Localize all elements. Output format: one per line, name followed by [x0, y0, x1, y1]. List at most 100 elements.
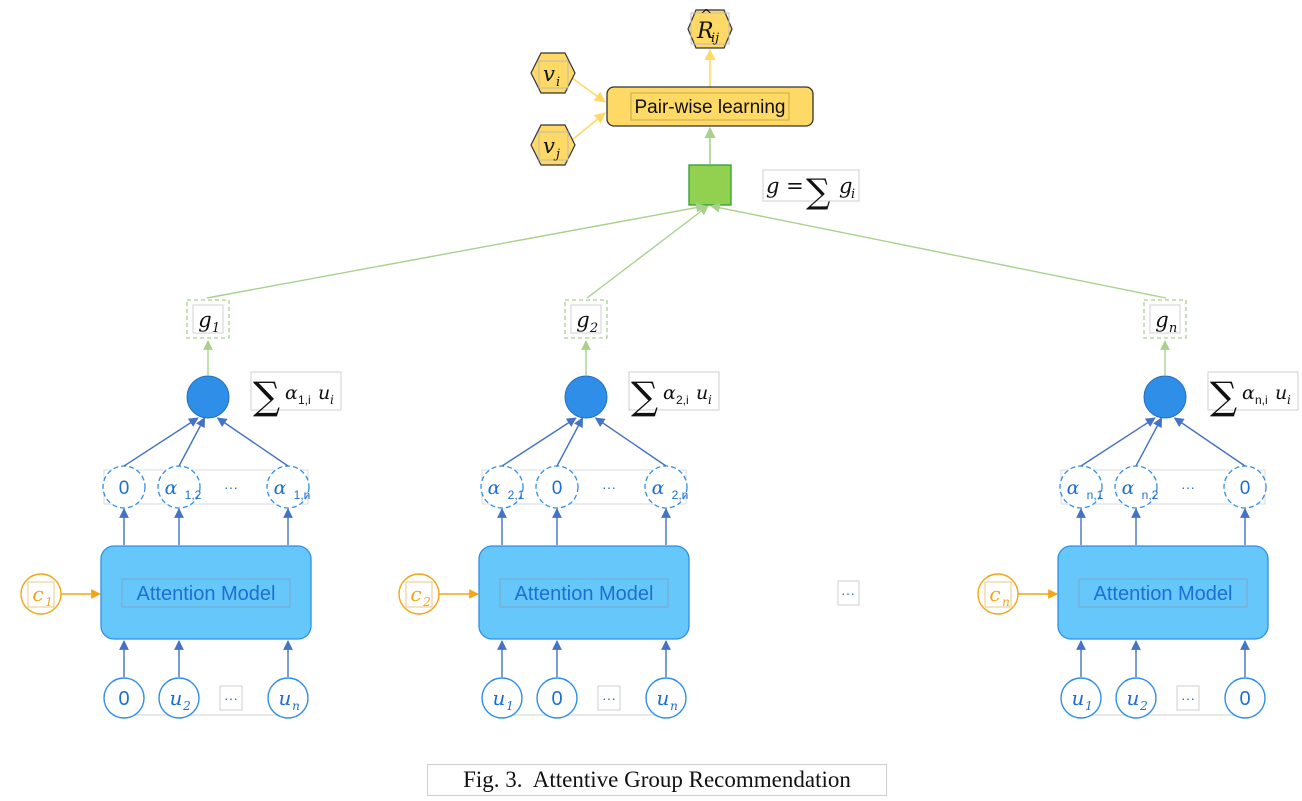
- attention-weight-2-3: ···: [602, 479, 616, 495]
- pairwise-learning-box: Pair-wise learning: [606, 86, 814, 127]
- formula-alpha: α: [285, 382, 298, 404]
- context-label-sub: n: [1002, 595, 1010, 609]
- input-label-main: u: [1072, 686, 1085, 710]
- middle-ellipsis: ···: [837, 580, 860, 606]
- formula-u-sub: i: [708, 393, 712, 407]
- member-embedding-label-main: g: [198, 308, 211, 332]
- weight-label-main: α: [488, 477, 501, 499]
- formula-alpha: α: [1242, 382, 1255, 404]
- item-vi-main: v: [543, 62, 555, 86]
- input-label-main: u: [279, 686, 292, 710]
- attention-weight-1-3: ···: [224, 479, 238, 495]
- item-vi-sub: i: [556, 75, 560, 90]
- weight-label-sub: 1,n: [294, 488, 311, 502]
- attention-model-label: Attention Model: [1094, 583, 1233, 605]
- edge-vj-pairwise: [571, 112, 606, 141]
- aggregation-node-3: [1143, 375, 1187, 419]
- edge-weight-aggregate: [123, 417, 199, 467]
- attention-weight-2-4: α 2,n: [644, 465, 689, 509]
- figure-caption: Fig. 3. Attentive Group Recommendation: [427, 764, 887, 796]
- group-sum-rhs-main: g: [839, 174, 852, 198]
- input-label-main: u: [657, 686, 670, 710]
- weight-label-main: α: [165, 477, 178, 499]
- input-label-sub: n: [670, 699, 678, 713]
- formula-u-sub: i: [1287, 393, 1291, 407]
- weight-label-main: 0: [1240, 478, 1251, 499]
- context-label-main: c: [410, 582, 421, 606]
- item-vj-sub: j: [553, 147, 560, 162]
- input-member-3-4: 0: [1224, 677, 1266, 719]
- formula-alpha-sub: 1,i: [298, 393, 311, 407]
- input-label-main: u: [493, 686, 506, 710]
- output-rating-sub: ij: [711, 31, 719, 46]
- output-rating-main: R: [696, 19, 714, 44]
- input-ellipsis-main: ···: [1181, 690, 1195, 706]
- group-sum-sigma: ∑: [806, 172, 830, 212]
- member-embedding-label-sub: 2: [589, 321, 598, 336]
- formula-u: u: [1275, 382, 1287, 404]
- attention-model-1: Attention Model: [100, 545, 312, 640]
- weight-label-main: α: [652, 477, 665, 499]
- output-rating-node: R ^ ij: [687, 6, 733, 49]
- weight-label-sub: 2,n: [672, 488, 689, 502]
- attention-model-2: Attention Model: [478, 545, 690, 640]
- input-member-3-3: ···: [1176, 685, 1200, 711]
- attention-weight-1-1: 0: [102, 465, 146, 509]
- input-member-2-3: ···: [597, 685, 621, 711]
- input-member-2-2: 0: [536, 677, 578, 719]
- input-member-1-3: ···: [219, 685, 243, 711]
- input-label-sub: n: [292, 699, 300, 713]
- edge-g2-group: [586, 205, 709, 299]
- context-label-sub: 2: [422, 595, 431, 609]
- formula-u-sub: i: [330, 393, 334, 407]
- group-sum-formula: g = ∑ g i: [762, 169, 860, 212]
- context-label-main: c: [989, 582, 1000, 606]
- formula-alpha-sub: 2,i: [676, 393, 689, 407]
- group-representation-node: [688, 164, 732, 206]
- attention-weight-2-1: α 2,1: [480, 465, 525, 509]
- edge-weight-aggregate: [1080, 417, 1156, 467]
- input-member-1-1: 0: [103, 677, 145, 719]
- input-ellipsis-main: ···: [602, 690, 616, 706]
- input-label-main: u: [1127, 686, 1140, 710]
- input-label-main: u: [170, 686, 183, 710]
- attention-model-label: Attention Model: [515, 583, 654, 605]
- attention-weight-3-4: 0: [1223, 465, 1267, 509]
- input-label-main: 0: [118, 688, 129, 710]
- item-vj-node: v j: [530, 124, 576, 166]
- edge-weight-aggregate: [594, 417, 667, 467]
- input-label-sub: 1: [506, 699, 514, 713]
- weight-label-sub: 2,1: [508, 488, 525, 502]
- formula-sigma: ∑: [1210, 374, 1237, 418]
- input-label-main: 0: [1239, 688, 1250, 710]
- edge-weight-aggregate: [501, 417, 577, 467]
- weight-ellipsis-main: ···: [1181, 479, 1195, 495]
- edge-weight-aggregate: [1135, 417, 1163, 467]
- edge-weight-aggregate: [1173, 417, 1246, 467]
- middle-ellipsis-text: ···: [841, 585, 855, 601]
- formula-u: u: [318, 382, 330, 404]
- edge-g1-group: [206, 202, 706, 299]
- weight-ellipsis-main: ···: [224, 479, 238, 495]
- attention-weight-2-2: 0: [535, 465, 579, 509]
